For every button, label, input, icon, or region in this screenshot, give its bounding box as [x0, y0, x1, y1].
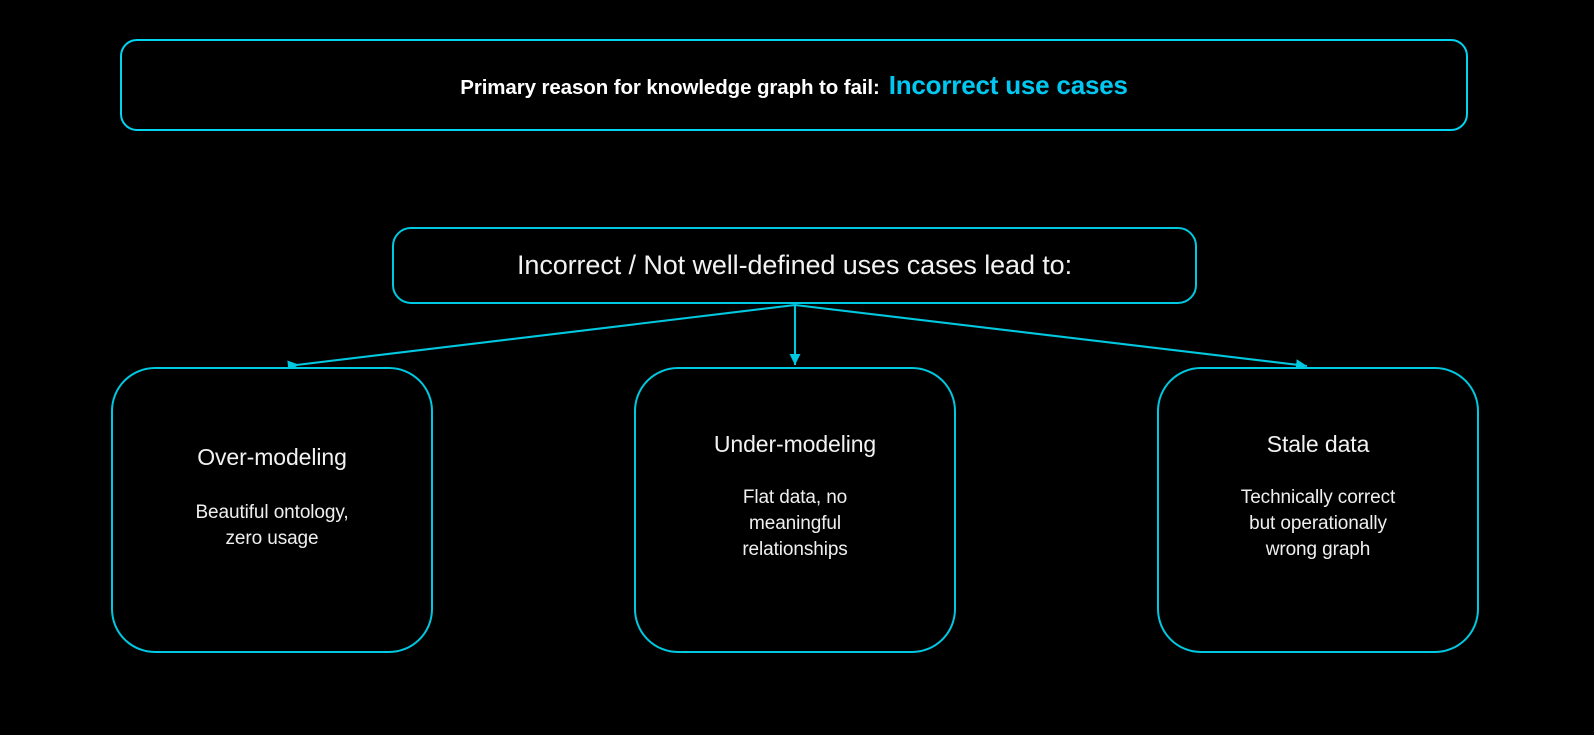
leaf-node-title: Under-modeling: [713, 431, 877, 457]
arrow-to-stale-data: [794, 303, 1308, 371]
leaf-node-over-modeling: Over-modeling Beautiful ontology,zero us…: [111, 367, 433, 653]
leaf-node-description: Beautiful ontology,zero usage: [195, 502, 349, 549]
header-static-text: Primary reason for knowledge graph to fa…: [460, 75, 880, 99]
header-accent-text: Incorrect use cases: [888, 69, 1128, 100]
header-banner: Primary reason for knowledge graph to fa…: [120, 39, 1468, 131]
leaf-node-title: Over-modeling: [197, 444, 347, 470]
leaf-node-title: Stale data: [1266, 431, 1370, 457]
mid-node: Incorrect / Not well-defined uses cases …: [392, 227, 1197, 304]
mid-node-label: Incorrect / Not well-defined uses cases …: [517, 250, 1072, 280]
arrow-to-over-modeling: [287, 303, 796, 372]
header-title: Primary reason for knowledge graph to fa…: [460, 69, 1128, 101]
